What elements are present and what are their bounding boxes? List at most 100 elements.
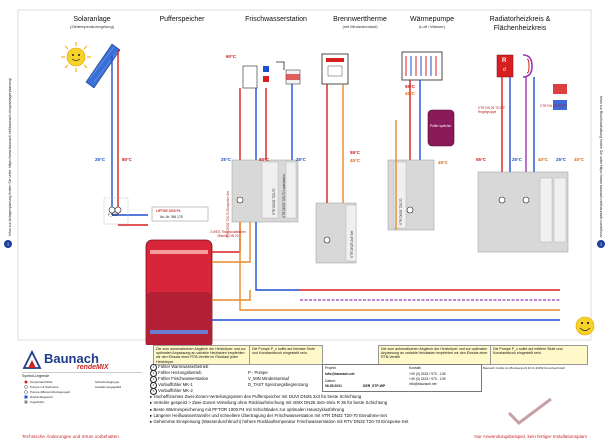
column-sub-wp: (Luft / Wasser) xyxy=(418,24,446,29)
valve-box-icon xyxy=(553,100,567,110)
projekt-label: Projekt: xyxy=(325,366,337,370)
temp-floor-flow: 40°C xyxy=(574,157,585,162)
puffer-article-label: Art.-Nr. 984 178 xyxy=(160,215,183,219)
temp-fws-mid: 60°C xyxy=(259,157,270,162)
info-icon-left: i xyxy=(4,240,12,248)
checkmark-icon xyxy=(507,397,552,425)
temp-solar-return: 25°C xyxy=(95,157,106,162)
temp-rad-right: 40°C xyxy=(538,157,549,162)
column-title-solar: Solaranlage xyxy=(73,16,111,23)
feature-list: ▸ Hocheffizientes Zwei-Zonen-Verteilungs… xyxy=(150,394,490,425)
footer-left: Technische Änderungen und Irrtum vorbeha… xyxy=(22,434,119,439)
symbol-item: Sicherheitsgruppe xyxy=(95,380,120,384)
piping-diagram: i i xyxy=(4,9,605,345)
datum-label: Datum: xyxy=(325,379,336,383)
sun-icon xyxy=(61,42,91,72)
symbol-item: Temperaturfühler xyxy=(30,380,53,384)
heat-pump-icon xyxy=(401,51,443,81)
symbol-item: Pumpe differenzdruckgeregelt xyxy=(30,390,70,394)
small-buffer-icon xyxy=(427,109,455,147)
temp-boiler-mid: 45°C xyxy=(350,158,361,163)
solar-collector-icon xyxy=(85,43,121,89)
temp-floor-return: 25°C xyxy=(556,157,567,162)
phone1-value: +49 (0) 2433 / 970 - 135 xyxy=(409,372,446,376)
temp-fws-right: 25°C xyxy=(296,157,307,162)
floor-group-label: VTR DN 25 TO-PP xyxy=(540,104,567,108)
version-value: DER_STP-WP xyxy=(363,384,386,388)
email-value: info@baunach.net xyxy=(325,372,355,376)
temp-rad-mid: 25°C xyxy=(512,157,523,162)
puffer-tank-icon xyxy=(145,239,213,345)
brand-logo-icon xyxy=(22,350,42,369)
radiator-d-label: d xyxy=(503,67,506,73)
pump-icon xyxy=(236,196,530,244)
puffer-tag-label: LIPTOR 1000 P4 xyxy=(156,209,181,213)
brand-product: rendeMIX xyxy=(77,364,109,371)
footer-right: Nur Anwendungsbeispiel, kein fertiger In… xyxy=(474,434,587,439)
info-text-left: Infos zur Anlagenplanung finden Sie unte… xyxy=(8,77,12,236)
radiator-icon xyxy=(496,54,514,78)
smiley-icon xyxy=(575,316,595,336)
svg-text:i: i xyxy=(600,242,601,248)
wp-set-label: VTR DN32 T20-70 xyxy=(399,198,403,225)
fws-set-label: VTR DN32 T20-70 xyxy=(272,188,276,215)
column-title-fws: Frischwasserstation xyxy=(245,16,307,23)
legend2-item: V_MIN Mindestumlauf xyxy=(248,376,290,381)
radiator-r-label: R xyxy=(502,58,507,64)
puffer-feed-set-label: VTR DN32 T20-70 Einspeise-Set xyxy=(226,191,230,238)
column-sub-brennwert: (mit Mindestumlauf) xyxy=(342,24,378,29)
phone2-value: +49 (0) 2433 / 970 - 139 xyxy=(409,377,446,381)
column-sub-solar: (Zieltemperaturregelung) xyxy=(69,24,115,29)
datum-value: 06.05.2021 xyxy=(325,384,342,388)
column-title-puffer: Pufferspeicher xyxy=(159,16,205,23)
floor-heating-icon xyxy=(522,54,533,78)
note-left: Die zum automatischen Abgleich der Heizk… xyxy=(153,345,251,365)
feature-item: ▸ Längerer Heißwassertransfer und schnel… xyxy=(150,412,387,418)
feature-item: ▸ Gehemmte Einspeisung (Wasserdurchbruch… xyxy=(150,419,409,425)
symbol-glyphs xyxy=(24,380,28,404)
solar-controller-label: F_DSK xyxy=(108,213,119,217)
fws-station-label: VTR DN32 T20-70 Ladestation xyxy=(282,174,286,218)
temp-wp-b: 45°C xyxy=(405,91,416,96)
info-icon-right: i xyxy=(597,240,605,248)
brand-block: Baunach rendeMIX xyxy=(22,350,142,373)
legend2-item: P - Pumpe xyxy=(248,370,268,375)
svg-text:i: i xyxy=(7,242,8,248)
symbol-item: Ausdehnungsgefäß xyxy=(95,385,122,389)
brand-name: Baunach xyxy=(44,351,99,366)
title-block: Projekt: info@baunach.net Datum: 06.05.2… xyxy=(322,364,482,392)
temp-rad-left: 55°C xyxy=(476,157,487,162)
boiler-set-label: VTR DN25 2x3 Set xyxy=(350,230,354,258)
legend-item: 5 Vorlauffühler MK-2 xyxy=(150,388,193,395)
column-title-flaeche: Flächenheizkreis xyxy=(493,25,547,32)
feature-item: ▸ Hocheffizientes Zwei-Zonen-Verteilungs… xyxy=(150,394,362,399)
symbol-item: Kugelhahn xyxy=(30,400,45,404)
radiator-group-label: VTR DN 25 TO-PP Regelgruppe xyxy=(478,106,505,114)
symbol-item: Rückschlagventil xyxy=(30,395,53,399)
boiler-icon xyxy=(321,53,349,85)
mail2-value: info@baunach.net xyxy=(409,382,437,386)
note-center: Die zum automatischen Abgleich der Heizk… xyxy=(378,345,492,365)
temp-fws-left: 25°C xyxy=(221,157,232,162)
thermostatic-mixer-label: 4 WEG Thermostatischer Mischer DN 20 xyxy=(210,230,246,238)
symbol-legend-header: Symbol-Legende xyxy=(22,374,50,378)
temp-solar-flow: 80°C xyxy=(122,157,133,162)
solar-pump-group-icon xyxy=(103,197,129,225)
symbol-item: Pumpe mit Stellmotor xyxy=(30,385,59,389)
note-right: Die Pumpe P_x sollte auf mittlere Stufe … xyxy=(490,345,588,365)
small-buffer-label: Puffer speicher xyxy=(430,124,452,128)
column-title-wp: Wärmepumpe xyxy=(410,16,454,23)
kontakt-label: Kontakt: xyxy=(409,366,422,370)
feature-item: ▸ Verteiler gespeist > Zwei-Zonen-Vertei… xyxy=(150,400,388,406)
note-mid: Die Pumpe P_x sollte auf kleinste Stufe … xyxy=(249,345,323,365)
temp-boiler-top: 55°C xyxy=(350,150,361,155)
address-text: Baunach GmbH Am Bruckenpohl 10 D-41352 K… xyxy=(483,366,566,370)
legend2-item: D_TAST Spreizungsbegrenzung xyxy=(248,382,308,387)
column-title-brennwert: Brennwerttherme xyxy=(333,16,387,23)
freshwater-station-icon xyxy=(242,61,301,89)
info-text-right: Infos zur Rückflusshaltung finden Sie un… xyxy=(599,96,603,238)
feature-item: ▸ Beste Wärmespeicherung mit PFTOR 1000 … xyxy=(150,406,345,412)
temp-fws-top: 60°C xyxy=(226,54,237,59)
valve-box-icon xyxy=(553,84,567,94)
